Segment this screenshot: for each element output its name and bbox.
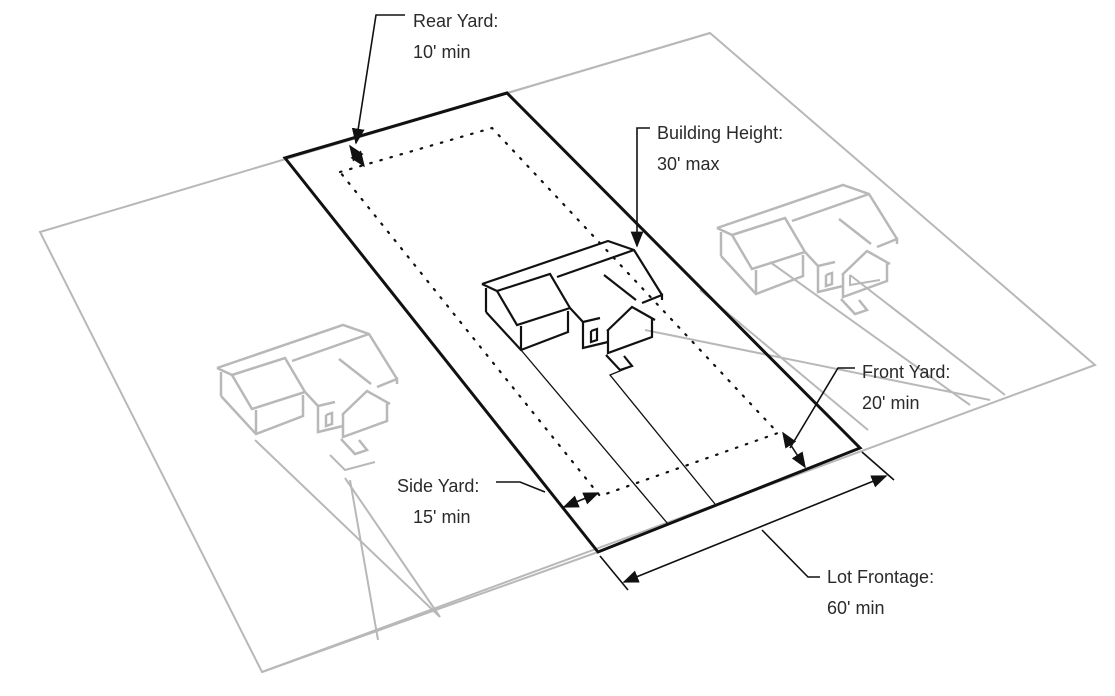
building-height-label: Building Height: 30' max [657,118,783,180]
subject-lot-boundary [282,91,863,554]
rear-yard-leader [351,14,405,145]
lot-frontage-leader [761,529,820,578]
side-yard-leader [496,481,546,493]
rear-yard-arrow [349,144,365,168]
side-yard-value: 15' min [413,507,471,527]
lot-frontage-arrow [622,475,888,583]
side-yard-title: Side Yard: [397,476,480,496]
lot-frontage-title: Lot Frontage: [827,567,935,587]
building-height-title: Building Height: [657,123,784,143]
frontage-extension-right [861,451,895,481]
rear-yard-title: Rear Yard: [413,11,499,31]
front-yard-value: 20' min [862,393,920,413]
neighbor-house-left [215,323,399,456]
neighbor-house-right [715,183,899,316]
rear-yard-value: 10' min [413,42,471,62]
rear-yard-label: Rear Yard: 10' min [413,6,498,68]
front-yard-leader [789,367,855,449]
main-house [480,239,664,372]
side-yard-label: Side Yard: 15' min [397,471,479,533]
front-yard-label: Front Yard: 20' min [862,357,950,419]
lot-frontage-value: 60' min [827,598,885,618]
lot-frontage-label: Lot Frontage: 60' min [827,562,934,624]
block-outline [38,31,1097,674]
front-yard-title: Front Yard: [862,362,951,382]
driveway-lines [520,349,716,525]
buildable-area-setback [338,126,780,498]
building-height-value: 30' max [657,154,720,174]
side-yard-arrow [562,492,600,508]
frontage-extension-left [599,555,629,591]
building-height-leader [630,127,650,248]
front-yard-arrow [782,431,806,469]
